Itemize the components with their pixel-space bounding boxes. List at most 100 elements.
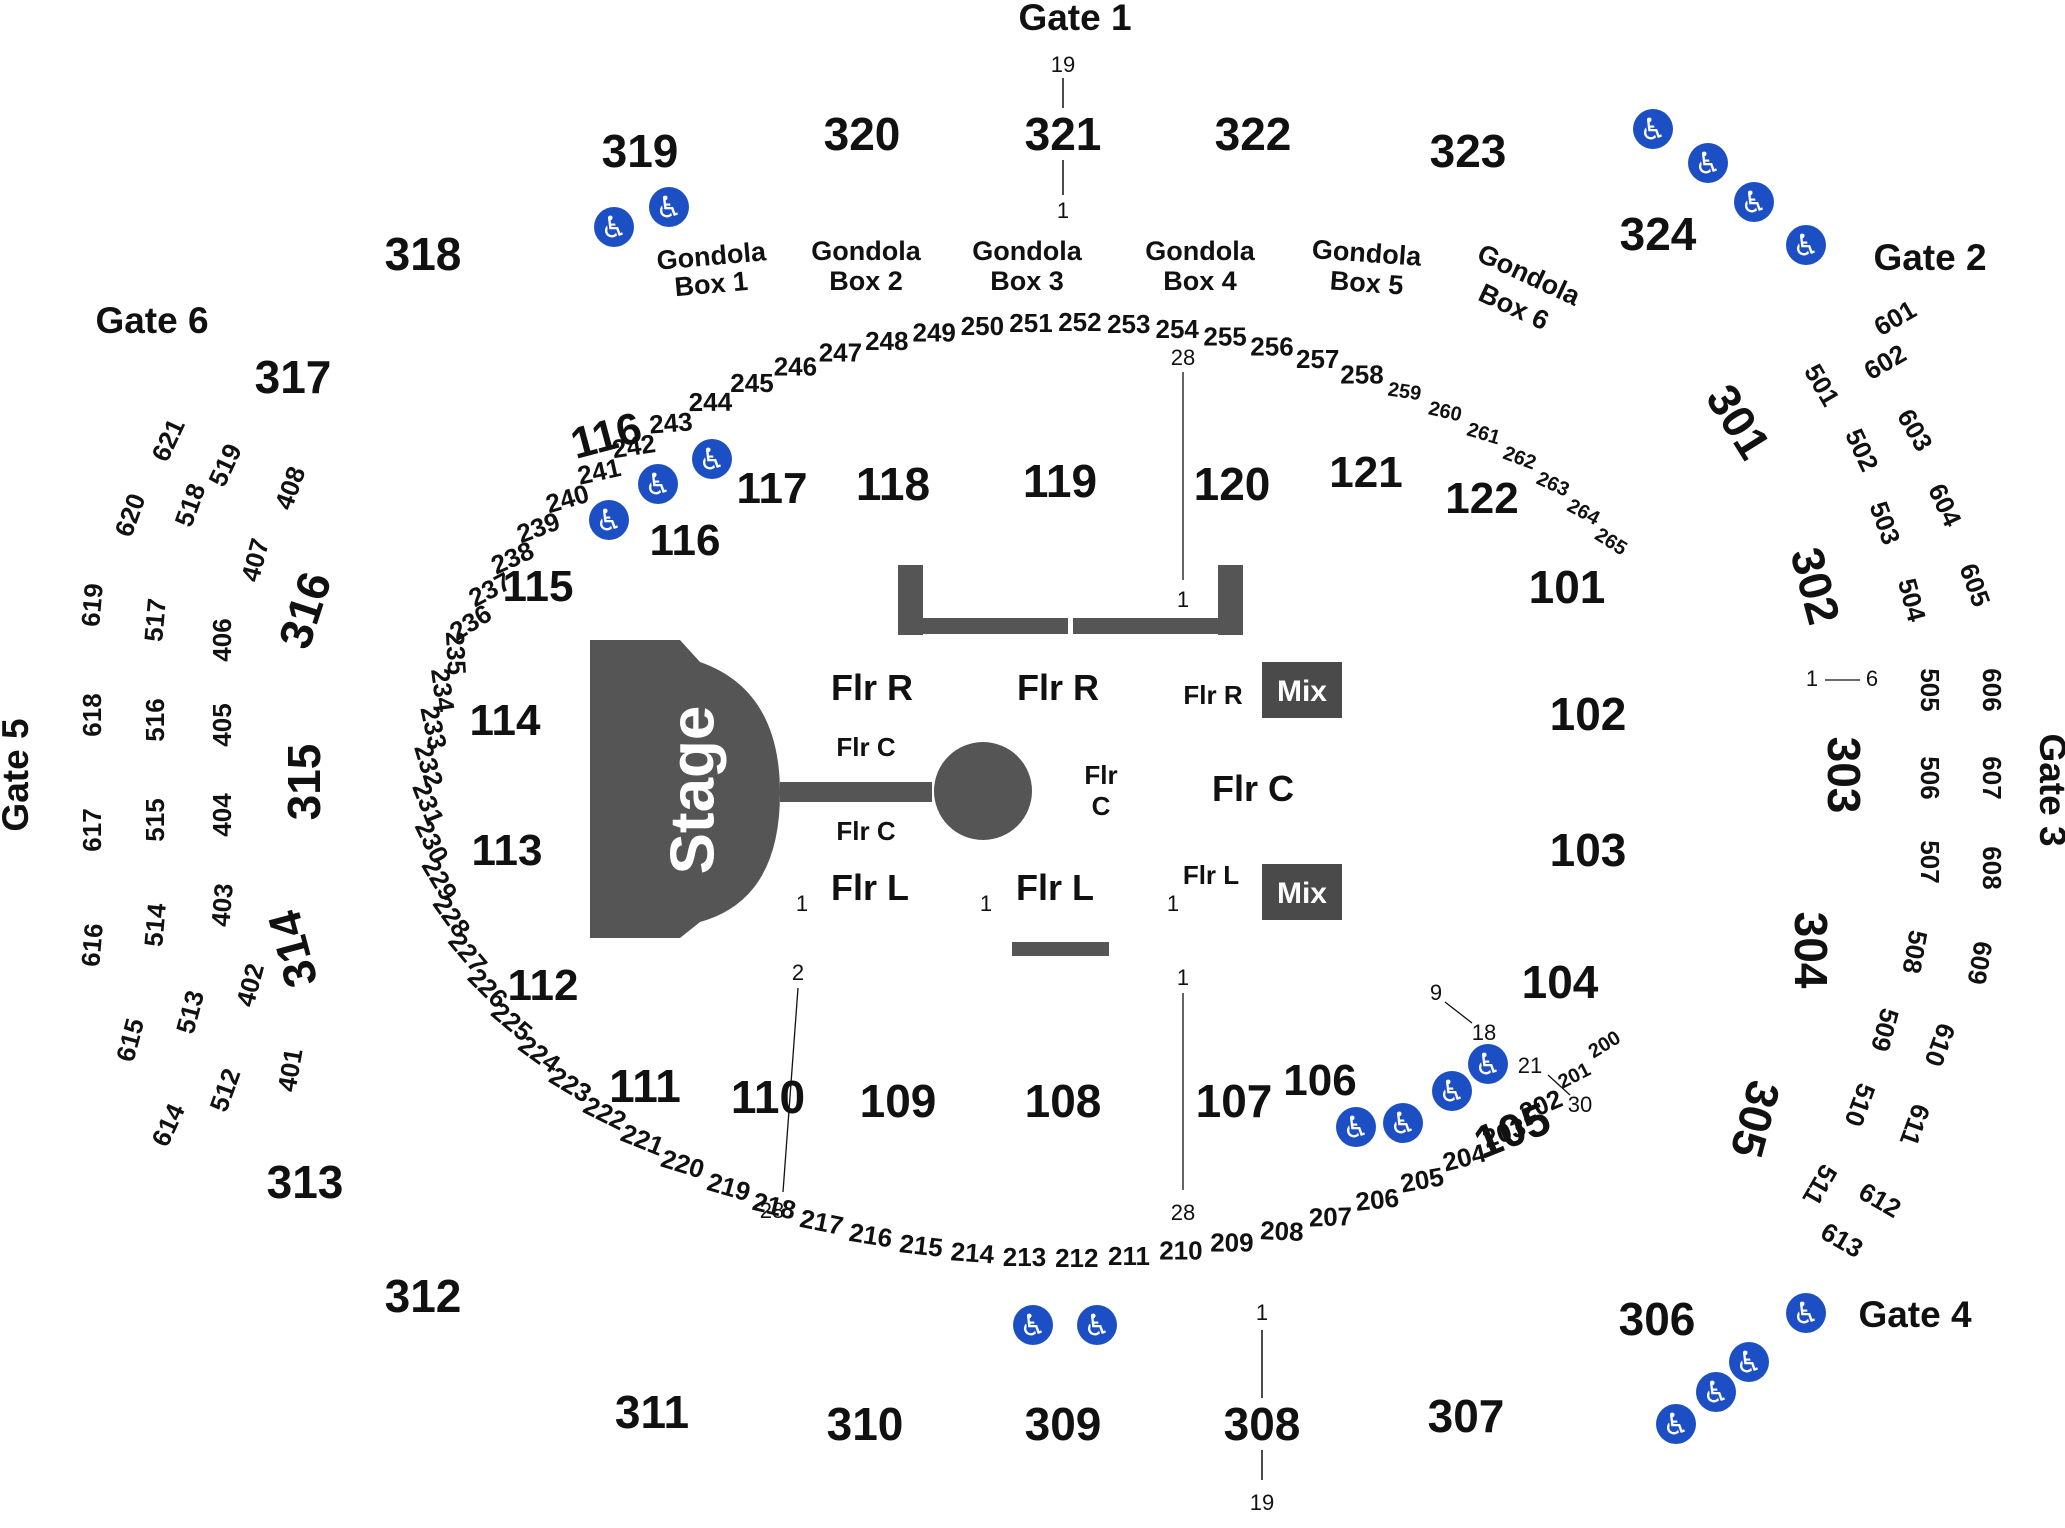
section-616[interactable]: 616 [75,922,109,968]
section-610[interactable]: 610 [1918,1019,1961,1070]
section-121[interactable]: 121 [1329,448,1402,497]
section-264[interactable]: 264 [1563,495,1604,531]
floor-center[interactable]: Flr C [1212,768,1294,809]
section-234[interactable]: 234 [425,666,461,714]
section-259[interactable]: 259 [1386,379,1422,406]
section-110[interactable]: 110 [731,1071,805,1123]
section-248[interactable]: 248 [865,326,908,356]
section-252[interactable]: 252 [1058,307,1101,337]
section-219[interactable]: 219 [704,1167,754,1208]
gondola-box-5[interactable]: Gondola Box 5 [1311,234,1423,300]
section-316[interactable]: 316 [268,566,341,655]
wheelchair-accessible-icon[interactable]: ♿ [1633,109,1673,149]
section-402[interactable]: 402 [230,960,270,1010]
section-262[interactable]: 262 [1500,442,1539,474]
section-211[interactable]: 211 [1108,1241,1150,1271]
section-613[interactable]: 613 [1816,1216,1869,1264]
section-311[interactable]: 311 [615,1386,689,1438]
section-245[interactable]: 245 [730,368,773,398]
section-217[interactable]: 217 [797,1203,845,1241]
section-606[interactable]: 606 [1977,668,2007,711]
section-607[interactable]: 607 [1977,756,2007,799]
section-212[interactable]: 212 [1055,1243,1098,1273]
section-604[interactable]: 604 [1922,479,1968,531]
section-235[interactable]: 235 [440,631,472,676]
section-242[interactable]: 242 [610,428,657,464]
mix-position-top[interactable] [1262,662,1342,718]
section-513[interactable]: 513 [170,987,210,1037]
section-405[interactable]: 405 [207,703,237,746]
section-320[interactable]: 320 [824,108,901,160]
section-112[interactable]: 112 [508,961,579,1010]
wheelchair-accessible-icon[interactable]: ♿ [692,439,732,479]
wheelchair-accessible-icon[interactable]: ♿ [1468,1044,1508,1084]
section-321[interactable]: 321 [1025,108,1102,160]
section-250[interactable]: 250 [961,311,1004,341]
section-308[interactable]: 308 [1224,1398,1301,1450]
section-253[interactable]: 253 [1107,309,1150,339]
floor-left-1[interactable]: Flr L [831,867,909,908]
section-314[interactable]: 314 [257,905,327,993]
section-603[interactable]: 603 [1891,404,1939,457]
section-260[interactable]: 260 [1426,398,1463,427]
section-254[interactable]: 254 [1156,314,1200,344]
section-322[interactable]: 322 [1215,108,1292,160]
section-109[interactable]: 109 [860,1075,937,1127]
section-122[interactable]: 122 [1445,474,1518,523]
section-315[interactable]: 315 [278,744,330,821]
section-108[interactable]: 108 [1025,1075,1102,1127]
section-246[interactable]: 246 [774,352,817,382]
section-309[interactable]: 309 [1025,1398,1102,1450]
section-611[interactable]: 611 [1894,1100,1937,1150]
section-209[interactable]: 209 [1210,1227,1253,1257]
section-249[interactable]: 249 [913,317,956,347]
gondola-box-6[interactable]: Gondola Box 6 [1473,238,1586,336]
section-408[interactable]: 408 [268,462,311,513]
section-318[interactable]: 318 [385,228,462,280]
section-324[interactable]: 324 [1620,208,1697,260]
section-265[interactable]: 265 [1591,524,1631,560]
section-116-lower[interactable]: 116 [650,516,721,565]
wheelchair-accessible-icon[interactable]: ♿ [589,500,629,540]
section-256[interactable]: 256 [1250,331,1293,361]
section-609[interactable]: 609 [1961,939,1998,987]
section-620[interactable]: 620 [108,489,151,540]
section-301[interactable]: 301 [1696,375,1781,468]
section-106[interactable]: 106 [1283,1056,1356,1105]
section-313[interactable]: 313 [267,1156,344,1208]
section-220[interactable]: 220 [658,1143,708,1184]
floor-right-2[interactable]: Flr R [1017,667,1099,708]
section-618[interactable]: 618 [77,693,107,736]
section-205[interactable]: 205 [1398,1161,1446,1198]
section-247[interactable]: 247 [819,338,862,368]
wheelchair-accessible-icon[interactable]: ♿ [649,187,689,227]
wheelchair-accessible-icon[interactable]: ♿ [1656,1404,1696,1444]
section-507[interactable]: 507 [1915,840,1945,883]
section-104[interactable]: 104 [1522,956,1599,1008]
section-317[interactable]: 317 [255,351,332,403]
wheelchair-accessible-icon[interactable]: ♿ [594,207,634,247]
section-312[interactable]: 312 [385,1270,462,1322]
wheelchair-accessible-icon[interactable]: ♿ [1336,1107,1376,1147]
section-304[interactable]: 304 [1785,912,1837,989]
mix-position-bottom[interactable] [1262,864,1342,920]
section-310[interactable]: 310 [827,1398,904,1450]
section-621[interactable]: 621 [145,414,191,466]
section-506[interactable]: 506 [1915,756,1945,799]
section-502[interactable]: 502 [1839,424,1885,476]
section-519[interactable]: 519 [202,439,248,491]
section-102[interactable]: 102 [1550,688,1627,740]
section-511[interactable]: 511 [1797,1159,1844,1210]
section-504[interactable]: 504 [1892,575,1932,625]
wheelchair-accessible-icon[interactable]: ♿ [1013,1305,1053,1345]
section-619[interactable]: 619 [75,582,109,628]
section-107[interactable]: 107 [1196,1075,1273,1127]
section-263[interactable]: 263 [1533,468,1572,502]
section-210[interactable]: 210 [1159,1236,1202,1266]
floor-left-2[interactable]: Flr L [1016,867,1094,908]
section-214[interactable]: 214 [950,1236,996,1269]
section-200[interactable]: 200 [1585,1027,1625,1063]
wheelchair-accessible-icon[interactable]: ♿ [1383,1103,1423,1143]
section-208[interactable]: 208 [1260,1215,1305,1247]
section-201[interactable]: 201 [1555,1059,1595,1094]
